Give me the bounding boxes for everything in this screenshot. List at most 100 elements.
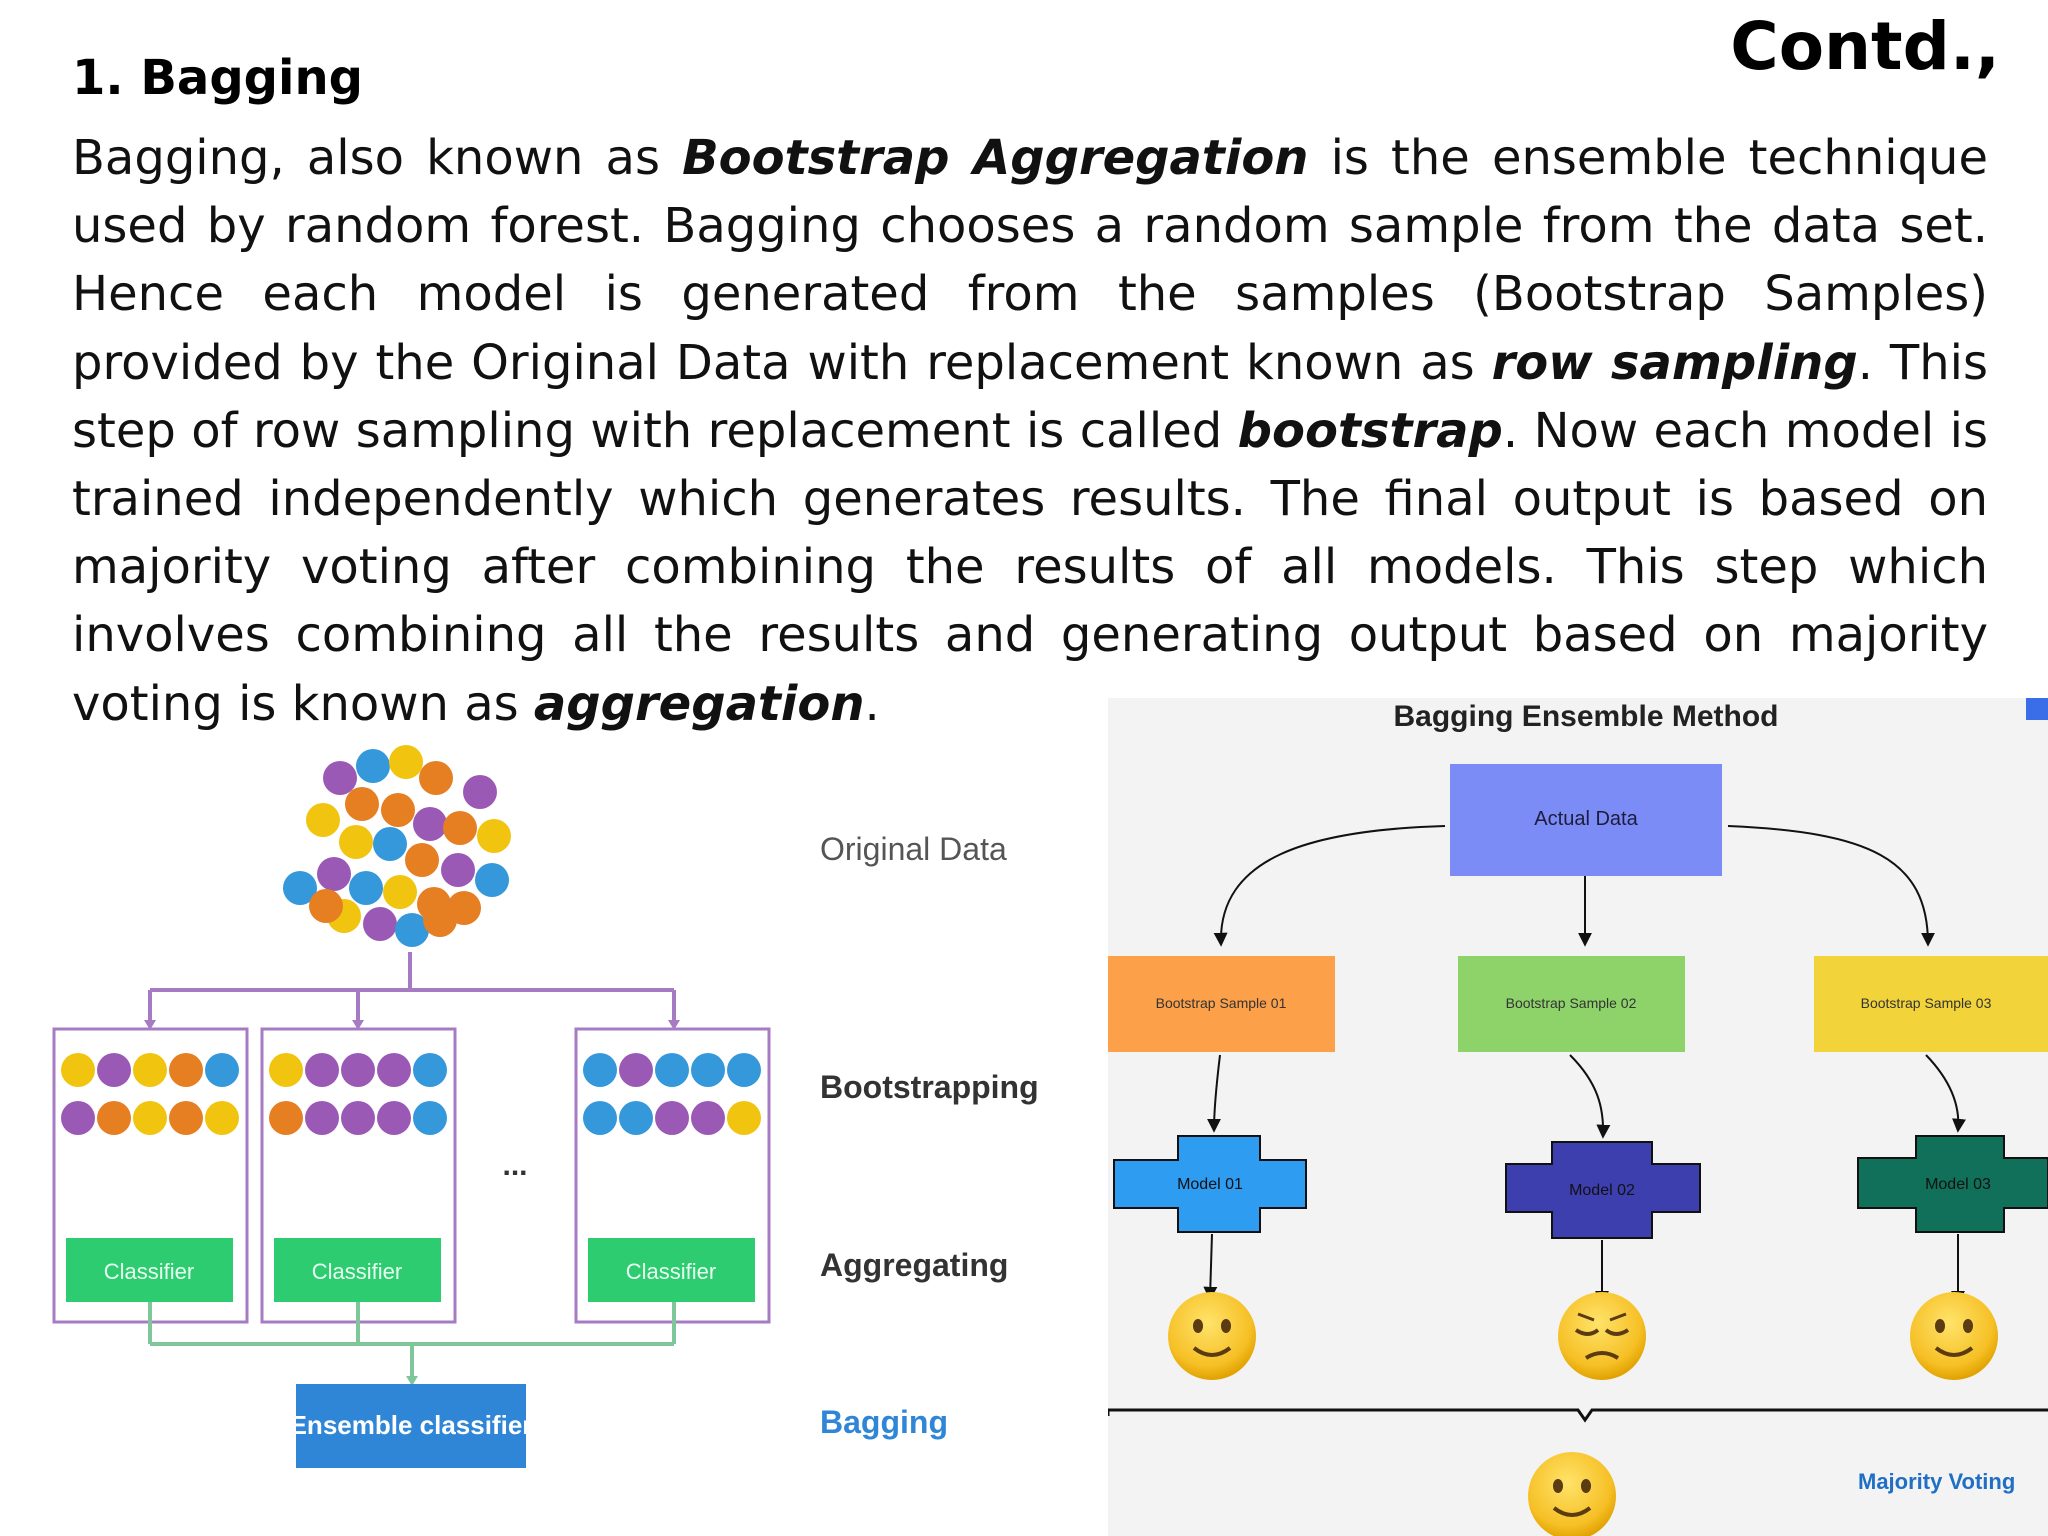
sample-point [205,1053,239,1087]
sample-point [377,1053,411,1087]
model-1-label: Model 01 [1177,1176,1243,1193]
result-face-2-pensive-icon [1558,1292,1646,1380]
sample-point [305,1053,339,1087]
sample-point [341,1053,375,1087]
sample-point [133,1101,167,1135]
original-data-cluster [283,745,511,947]
data-point [345,787,379,821]
data-point [381,793,415,827]
model-1-shape [1113,1135,1307,1233]
sample-point [413,1053,447,1087]
majority-voting-label: Majority Voting [1858,1469,2015,1494]
sample-point [619,1101,653,1135]
right-diagram-title: Bagging Ensemble Method [1393,700,1778,733]
stage-label-original: Original Data [820,831,1007,867]
bootstrap-sample-2-label: Bootstrap Sample 02 [1506,995,1637,1011]
model-3-label: Model 03 [1925,1176,1991,1193]
data-point [283,871,317,905]
data-point [413,807,447,841]
aggregation-connectors [148,1302,676,1378]
classifier-box-1 [66,1238,233,1302]
emphasis-term: aggregation [533,675,865,732]
sample-point [269,1053,303,1087]
bootstrap-samples [61,1053,761,1135]
majority-brace [1108,1408,2048,1423]
data-point [317,857,351,891]
ellipsis: ... [502,1149,527,1182]
paragraph-run: is the ensemble technique used by random… [72,130,1989,391]
classifier-label-1: Classifier [104,1259,194,1284]
model-3-shape [1857,1135,2048,1233]
sample-point [619,1053,653,1087]
data-point [339,825,373,859]
data-point [423,903,457,937]
sample-point [377,1101,411,1135]
sample-point [133,1053,167,1087]
bagging-diagram-right: Bagging Ensemble Method Actual Data Boot… [1108,698,2048,1536]
bootstrap-sample-3 [1814,956,2048,1052]
stage-label-aggregating: Aggregating [820,1247,1008,1283]
sample-point [97,1053,131,1087]
result-face-3-icon [1910,1292,1998,1380]
data-point [463,775,497,809]
data-point [309,889,343,923]
ensemble-classifier-box [296,1384,526,1468]
classifier-box-3 [588,1238,755,1302]
data-point [349,871,383,905]
paragraph-run: . [864,675,880,732]
data-point [441,853,475,887]
actual-data-label: Actual Data [1534,808,1638,830]
emphasis-term: bootstrap [1237,402,1503,459]
model-2-shape [1505,1141,1701,1239]
data-point [405,843,439,877]
sample-point [61,1101,95,1135]
emphasis-term: Bootstrap Aggregation [682,130,1309,186]
data-point [477,819,511,853]
paragraph-run: . This step of row sampling with replace… [72,334,1988,459]
sample-point [205,1101,239,1135]
final-result-face-icon [1528,1452,1616,1536]
classifier-label-2: Classifier [312,1259,402,1284]
sample-point [61,1053,95,1087]
stage-label-bootstrapping: Bootstrapping [820,1069,1039,1105]
sample-point [341,1101,375,1135]
emphasis-term: row sampling [1491,334,1858,391]
sample-point [583,1101,617,1135]
sample-point [269,1101,303,1135]
sample-point [655,1053,689,1087]
model-2-label: Model 02 [1569,1182,1635,1199]
data-point [419,761,453,795]
bootstrap-sample-3-label: Bootstrap Sample 03 [1861,995,1992,1011]
data-point [389,745,423,779]
bootstrap-sample-1-label: Bootstrap Sample 01 [1156,995,1287,1011]
actual-data-box [1450,764,1722,876]
classifier-box-2 [274,1238,441,1302]
sample-point [727,1053,761,1087]
stage-label-bagging: Bagging [820,1404,948,1440]
corner-title: Contd., [1730,8,2000,85]
data-point [443,811,477,845]
section-heading: 1. Bagging [72,50,364,106]
bootstrap-sample-2 [1458,956,1685,1052]
paragraph-run: . Now each model is trained independentl… [72,402,1988,732]
data-point [356,749,390,783]
sample-point [413,1101,447,1135]
model-to-result-arrows [1203,1233,1965,1305]
result-face-1-icon [1168,1292,1256,1380]
data-point [475,863,509,897]
sample-point [169,1101,203,1135]
data-point [306,803,340,837]
classifier-label-3: Classifier [626,1259,716,1284]
sample-point [691,1101,725,1135]
body-paragraph: Bagging, also known as Bootstrap Aggrega… [72,124,1988,738]
sample-point [691,1053,725,1087]
data-point [383,875,417,909]
sample-point [583,1053,617,1087]
sample-point [655,1101,689,1135]
sample-point [169,1053,203,1087]
ensemble-classifier-label: Ensemble classifier [290,1410,533,1440]
bagging-diagram-left: ... Classifier Classifier Classifier Ens… [52,745,1039,1468]
bootstrap-sample-1 [1108,956,1335,1052]
bootstrap-connectors [148,952,676,1022]
data-arrows [1213,825,1935,947]
